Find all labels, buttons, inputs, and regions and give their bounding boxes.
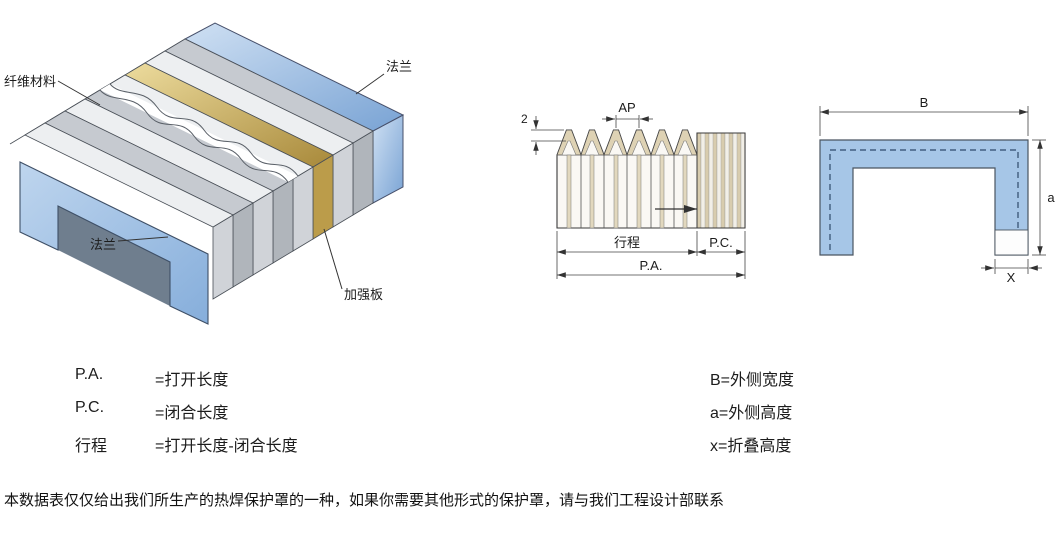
- bellows-pleats: [9, 38, 374, 300]
- legend-row-stroke: 行程 =打开长度-闭合长度: [75, 432, 298, 465]
- front-flange-face: [19, 161, 209, 325]
- legend-row-pa: P.A. =打开长度: [75, 366, 298, 399]
- legend-row-b: B=外侧宽度: [710, 372, 795, 389]
- side-view-dimensions: [531, 115, 746, 279]
- legend-term: P.C.: [75, 399, 105, 416]
- legend-definition: =打开长度-闭合长度: [155, 438, 298, 455]
- legend-definition: =闭合长度: [155, 405, 229, 422]
- bellows-3d-illustration: 纤维材料 法兰 法兰 加强板: [4, 22, 412, 325]
- front-flange-plate: [19, 161, 209, 325]
- pleat-inner-lines: [561, 140, 693, 156]
- dim-thickness-label: 2: [521, 112, 528, 126]
- fold-lines: [566, 154, 688, 229]
- legend-term: 行程: [75, 438, 108, 455]
- fiber-material-label: 纤维材料: [4, 74, 56, 89]
- leader-lines: [57, 73, 385, 290]
- stiffener-pleat: [109, 62, 334, 240]
- folded-stack: [994, 229, 1029, 256]
- rear-flange-panel: [183, 22, 405, 204]
- closed-folds: [696, 132, 746, 229]
- dim-pitch-label: AP: [618, 100, 635, 115]
- pleat-peaks: [556, 129, 698, 156]
- stiffener-label: 加强板: [344, 287, 383, 302]
- legend-row-x: x=折叠高度: [710, 438, 792, 455]
- dim-stroke-label: 行程: [614, 235, 640, 250]
- inner-layer-dashed: [829, 149, 1019, 250]
- legend-row-a: a=外侧高度: [710, 405, 793, 422]
- valley-lines: [580, 155, 675, 228]
- legend-term: P.A.: [75, 366, 104, 383]
- dim-height-label: a: [1047, 190, 1055, 205]
- legend-definition: =打开长度: [155, 372, 229, 389]
- cross-section-drawing: B a X: [819, 95, 1055, 285]
- dim-closed-label: P.C.: [709, 235, 733, 250]
- legend-row-pc: P.C. =闭合长度: [75, 399, 298, 432]
- cross-section-dimensions: [819, 106, 1046, 274]
- flange-bottom-label: 法兰: [90, 237, 116, 252]
- flange-top-label: 法兰: [386, 59, 412, 74]
- bellows-profile: [556, 129, 746, 229]
- dim-width-label: B: [920, 95, 929, 110]
- footer-note: 本数据表仅仅给出我们所生产的热焊保护罩的一种，如果你需要其他形式的保护罩，请与我…: [4, 492, 725, 509]
- break-cut: [99, 83, 299, 183]
- channel-inner-shadow: [58, 206, 170, 306]
- legend-left: P.A. =打开长度 P.C. =闭合长度 行程 =打开长度-闭合长度: [75, 366, 298, 465]
- side-view-drawing: 2 AP 行程 P.C. P.A.: [521, 100, 746, 279]
- dim-fold-label: X: [1007, 270, 1016, 285]
- dim-open-label: P.A.: [640, 258, 663, 273]
- legend-right: B=外侧宽度 a=外侧高度 x=折叠高度: [710, 366, 794, 465]
